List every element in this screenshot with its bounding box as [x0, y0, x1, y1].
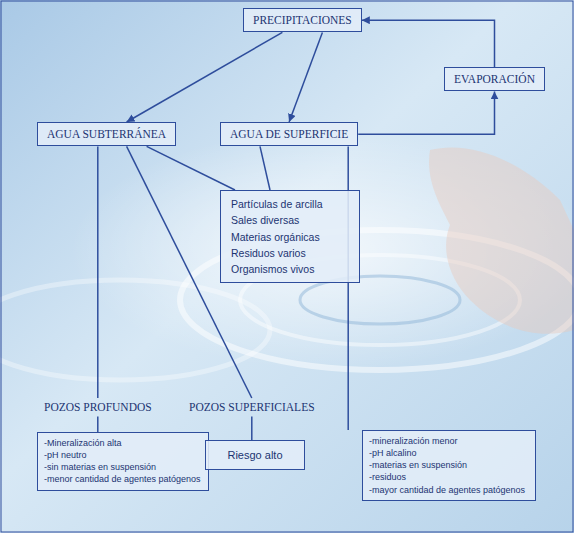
- connector: [289, 32, 322, 122]
- node-text: Sales diversas: [231, 212, 349, 228]
- connector: [251, 416, 253, 440]
- node-text: -materias en suspensión: [369, 459, 529, 471]
- connector: [362, 20, 495, 67]
- node-text: Partículas de arcilla: [231, 196, 349, 212]
- connector: [358, 91, 494, 134]
- node-text: -mineralización menor: [369, 435, 529, 447]
- node-text: -sin materias en suspensión: [44, 461, 202, 473]
- node-text: Materias orgánicas: [231, 229, 349, 245]
- process-box: PRECIPITACIONES: [243, 8, 362, 32]
- node-text: POZOS SUPERFICIALES: [189, 400, 315, 414]
- connector: [97, 146, 99, 398]
- process-box: EVAPORACIÓN: [444, 67, 545, 91]
- node-text: EVAPORACIÓN: [454, 72, 535, 86]
- node-text: Organismos vivos: [231, 261, 349, 277]
- list-box: Partículas de arcillaSales diversasMater…: [220, 190, 360, 283]
- node-text: Residuos varios: [231, 245, 349, 261]
- node-text: -mayor cantidad de agentes patógenos: [369, 484, 529, 496]
- heading-node: POZOS PROFUNDOS: [40, 398, 156, 416]
- heading-node: POZOS SUPERFICIALES: [185, 398, 319, 416]
- connector: [127, 32, 283, 122]
- node-text: AGUA SUBTERRÁNEA: [47, 127, 166, 141]
- list-box: -mineralización menor-pH alcalino-materi…: [362, 430, 536, 501]
- connector: [347, 146, 349, 430]
- node-text: -residuos: [369, 471, 529, 483]
- node-text: -pH neutro: [44, 449, 202, 461]
- node-text: Riesgo alto: [212, 449, 298, 461]
- node-text: AGUA DE SUPERFICIE: [230, 127, 348, 141]
- process-box: Riesgo alto: [205, 440, 305, 470]
- node-text: -Mineralización alta: [44, 437, 202, 449]
- connector: [260, 146, 270, 190]
- process-box: AGUA DE SUPERFICIE: [220, 122, 358, 146]
- process-box: AGUA SUBTERRÁNEA: [37, 122, 176, 146]
- connector: [97, 416, 99, 432]
- node-text: -menor cantidad de agentes patógenos: [44, 473, 202, 485]
- node-text: PRECIPITACIONES: [253, 13, 352, 27]
- list-box: -Mineralización alta-pH neutro-sin mater…: [37, 432, 209, 491]
- node-text: POZOS PROFUNDOS: [44, 400, 152, 414]
- connector: [147, 146, 235, 190]
- node-text: -pH alcalino: [369, 447, 529, 459]
